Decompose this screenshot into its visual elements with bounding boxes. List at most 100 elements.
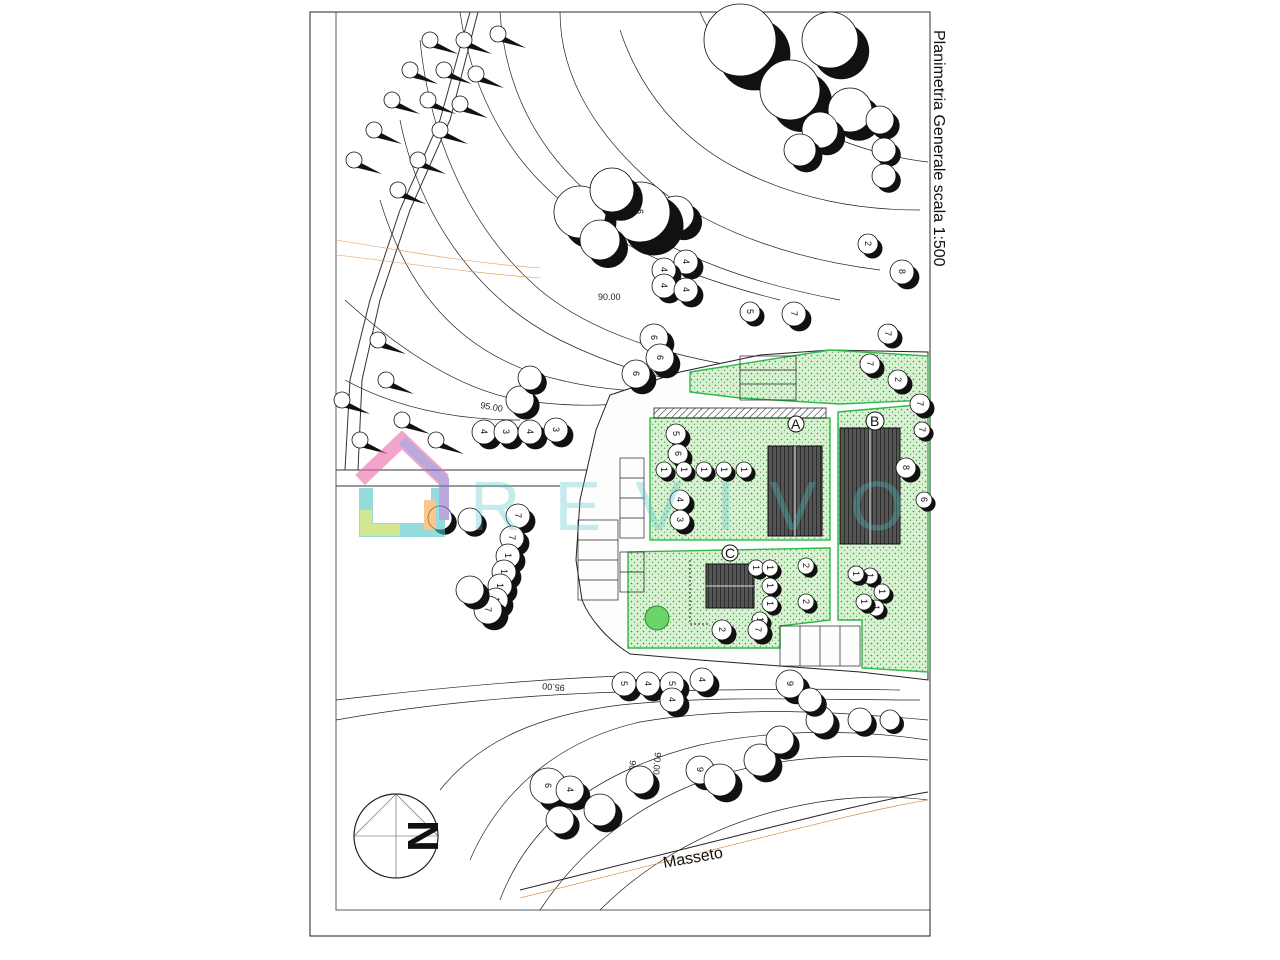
- tree-size-label: 1: [765, 601, 775, 606]
- tree-size-label: 2: [801, 599, 811, 604]
- tree: 7: [859, 353, 885, 379]
- building-label: C: [725, 545, 735, 561]
- tree-size-label: 1: [755, 617, 765, 622]
- tree-size-label: 1: [679, 467, 689, 472]
- tree: 4: [517, 419, 548, 450]
- tree: 7: [781, 301, 812, 332]
- tree-canopy: [505, 385, 540, 420]
- tree: 1: [675, 461, 696, 482]
- tree-size-label: 2: [801, 563, 811, 568]
- conifer-tree: [333, 391, 370, 414]
- tree-canopy: [743, 743, 783, 783]
- tree: 5: [611, 671, 642, 702]
- tree-size-label: 5: [671, 431, 681, 436]
- conifer-tree: [455, 31, 492, 54]
- conifer-tree: [435, 61, 472, 84]
- tree: 1: [847, 565, 868, 586]
- conifer-tree: [451, 95, 488, 118]
- tree-size-label: 1: [699, 467, 709, 472]
- tree-canopy: [871, 163, 901, 193]
- tree-canopy: [703, 3, 791, 91]
- tree-size-label: 2: [863, 241, 873, 246]
- tree-size-label: 1: [871, 605, 881, 610]
- tree: 1: [715, 461, 736, 482]
- tree-canopy: [765, 725, 800, 760]
- tree: 2: [857, 233, 883, 259]
- tree-size-label: 6: [655, 355, 665, 360]
- conifer-tree: [401, 61, 438, 84]
- tree-canopy: [579, 219, 628, 268]
- tree: 1: [873, 583, 894, 604]
- tree-size-label: 4: [643, 681, 653, 686]
- tree-size-label: 5: [619, 681, 629, 686]
- tree-size-label: 4: [659, 283, 669, 288]
- tree: 2: [797, 593, 818, 614]
- tree: 4: [471, 419, 502, 450]
- tree-size-label: 4: [525, 429, 535, 434]
- tree-canopy: [455, 575, 490, 610]
- north-label: N: [398, 820, 447, 852]
- tree-size-label: 6: [649, 335, 659, 340]
- conifer-tree: [427, 431, 464, 454]
- tree-size-label: 7: [865, 361, 875, 366]
- tree-size-label: 6: [543, 783, 553, 788]
- conifer-tree: [393, 411, 430, 434]
- tree-size-label: 7: [915, 401, 925, 406]
- tree-size-label: 4: [667, 697, 677, 702]
- plan-title: Planimetria Generale scala 1:500: [930, 30, 947, 267]
- tree-size-label: 4: [697, 677, 707, 682]
- tree: 1: [761, 559, 782, 580]
- tree-size-label: 4: [675, 497, 685, 502]
- tree: 1: [735, 461, 756, 482]
- conifer-tree: [389, 181, 426, 204]
- tree: 3: [669, 509, 695, 535]
- tree-size-label: 6: [631, 371, 641, 376]
- tree-size-label: 7: [753, 627, 763, 632]
- building-label: A: [791, 416, 801, 432]
- tree-size-label: 4: [681, 259, 691, 264]
- tree-size-label: 5: [745, 309, 755, 314]
- tree-canopy: [865, 105, 900, 140]
- tree-canopy: [589, 167, 643, 221]
- tree: 7: [909, 393, 935, 419]
- tree: 4: [673, 277, 704, 308]
- tree-canopy: [783, 133, 823, 173]
- building-b: B: [839, 411, 901, 545]
- tree: 4: [555, 775, 591, 811]
- tree: 3: [493, 419, 524, 450]
- conifer-tree: [345, 151, 382, 174]
- contour-label: 95.00: [480, 400, 504, 414]
- house-logo-icon: [359, 488, 445, 537]
- watermark-wordmark: REVIVO: [470, 467, 939, 545]
- conifer-layer: [333, 25, 526, 454]
- tree-size-label: 8: [901, 465, 911, 470]
- tree: 1: [761, 577, 782, 598]
- tree-size-label: 4: [479, 429, 489, 434]
- contour-label: 90.00: [651, 752, 663, 775]
- tree: 1: [761, 595, 782, 616]
- tree-size-label: 9: [785, 681, 795, 686]
- tree-canopy: [871, 137, 901, 167]
- tree: 2: [887, 369, 913, 395]
- conifer-tree: [421, 31, 458, 54]
- tree: 4: [673, 249, 704, 280]
- tree-size-label: 7: [789, 311, 799, 316]
- tree-canopy: [517, 365, 547, 395]
- tree-size-label: 1: [865, 573, 875, 578]
- conifer-tree: [351, 431, 388, 454]
- tree: 5: [665, 423, 691, 449]
- tree: 4: [689, 667, 720, 698]
- building-label: B: [870, 413, 879, 429]
- tree-size-label: 5: [667, 681, 677, 686]
- conifer-tree: [467, 65, 504, 88]
- tree: 3: [543, 417, 574, 448]
- tree-size-label: 2: [717, 627, 727, 632]
- tree: 2: [711, 619, 737, 645]
- round-pond: [644, 605, 670, 631]
- tree-size-label: 9: [695, 767, 705, 772]
- tree-size-label: 4: [681, 287, 691, 292]
- tree-size-label: 1: [719, 467, 729, 472]
- parking-stalls: [577, 355, 861, 667]
- contour-label: 90.00: [598, 292, 621, 302]
- tree-canopy: [879, 709, 904, 734]
